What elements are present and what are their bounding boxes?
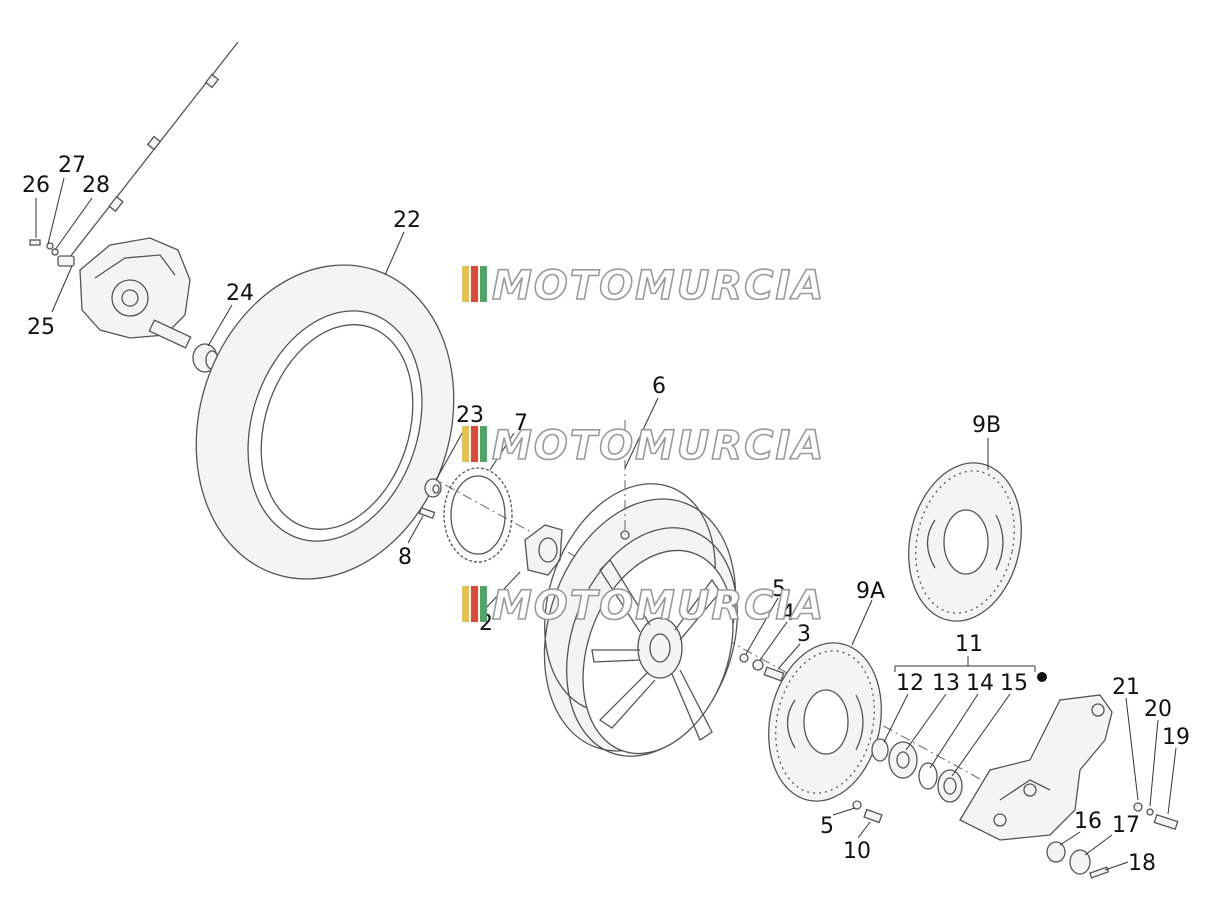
callout-25: 25 <box>27 315 55 340</box>
caliper-bracket <box>959 694 1113 841</box>
callout-17: 17 <box>1112 813 1140 838</box>
callout-6: 6 <box>652 374 666 399</box>
watermark-bottom: MOTOMURCIA <box>462 582 825 630</box>
nut-set <box>1046 841 1110 879</box>
callout-8: 8 <box>398 545 412 570</box>
callout-18: 18 <box>1128 851 1156 876</box>
brake-disc-9a <box>768 642 882 802</box>
gear-hub-housing <box>79 237 192 349</box>
cable-fasteners <box>29 239 75 267</box>
callout-16: 16 <box>1074 809 1102 834</box>
disc-bolts-lower <box>852 800 883 824</box>
callout-9b: 9B <box>972 413 1001 438</box>
bracket-fasteners <box>1133 802 1179 831</box>
callout-12: 12 <box>896 671 924 696</box>
callout-11: 11 <box>955 632 983 657</box>
callout-19: 19 <box>1162 725 1190 750</box>
spacer-23 <box>424 478 442 498</box>
watermark-text: MOTOMURCIA <box>492 423 825 469</box>
watermark-middle: MOTOMURCIA <box>462 422 825 470</box>
watermark-text: MOTOMURCIA <box>492 583 825 629</box>
bearing-set <box>871 738 963 803</box>
callout-5-lower: 5 <box>820 814 834 839</box>
callout-9a: 9A <box>856 579 885 604</box>
callout-5-upper: 5 <box>772 577 786 602</box>
callout-labels: 26 27 28 25 24 22 23 7 8 2 6 9B 5 4 3 9A… <box>22 153 1190 876</box>
callout-13: 13 <box>932 671 960 696</box>
speedometer-cable <box>63 41 239 263</box>
hub-flange <box>524 524 563 576</box>
group-11-bracket <box>894 656 1047 682</box>
callout-10: 10 <box>843 839 871 864</box>
callout-7: 7 <box>514 411 528 436</box>
tyre <box>195 264 455 580</box>
disc-bolts-upper <box>739 653 785 682</box>
bolt-8 <box>418 506 436 520</box>
callout-24: 24 <box>226 281 254 306</box>
callout-15: 15 <box>1000 671 1028 696</box>
watermark-top: MOTOMURCIA <box>462 262 825 310</box>
callout-23: 23 <box>456 403 484 428</box>
watermark-text: MOTOMURCIA <box>492 263 825 309</box>
callout-26: 26 <box>22 173 50 198</box>
callout-4: 4 <box>781 601 795 626</box>
callout-3: 3 <box>797 622 811 647</box>
kit-dot-marker <box>1037 672 1047 682</box>
callout-22: 22 <box>393 208 421 233</box>
callout-20: 20 <box>1144 697 1172 722</box>
callout-27: 27 <box>58 153 86 178</box>
leader-lines <box>35 177 1177 871</box>
wheel-rim <box>543 483 738 757</box>
callout-21: 21 <box>1112 675 1140 700</box>
brake-disc-9b <box>908 462 1022 622</box>
callout-14: 14 <box>966 671 994 696</box>
callout-28: 28 <box>82 173 110 198</box>
abs-tone-ring <box>443 467 513 563</box>
